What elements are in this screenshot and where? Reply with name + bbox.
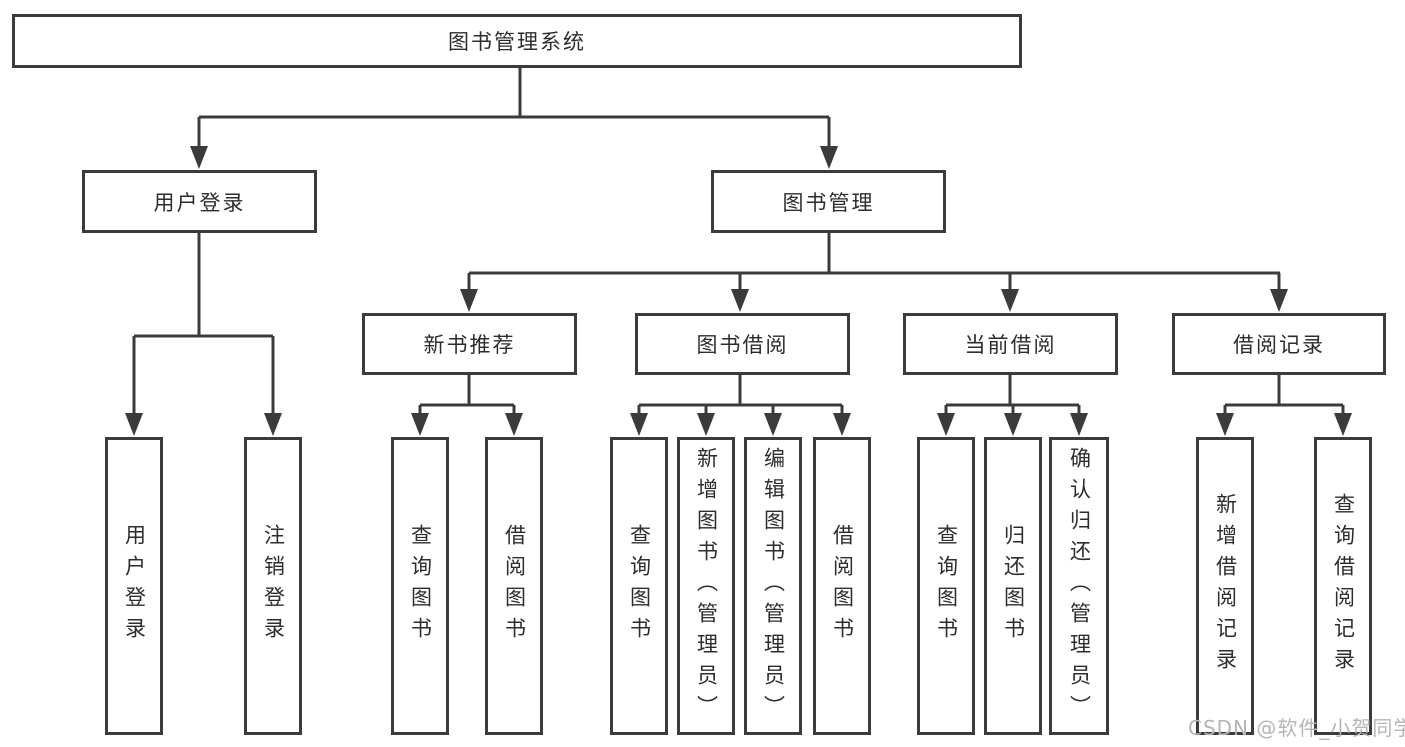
leaf-label: 归还图书 (1001, 524, 1026, 648)
arrow-icon (937, 413, 955, 436)
arrow-icon (264, 413, 282, 436)
arrow-icon (833, 413, 851, 436)
arrowheads (125, 146, 1352, 436)
csdn-watermark: CSDN @软件_小贺同学 (1188, 716, 1405, 740)
leaf-label: 查询借阅记录 (1331, 493, 1356, 679)
leaf-query-books-recommend: 查询图书 (391, 437, 449, 735)
leaf-label: 借阅图书 (502, 524, 527, 648)
arrow-icon (125, 413, 143, 436)
leaf-edit-books-admin: 编辑图书（管理员） (744, 437, 802, 735)
arrow-icon (630, 413, 648, 436)
leaf-add-books-admin: 新增图书（管理员） (677, 437, 735, 735)
arrow-icon (411, 413, 429, 436)
leaf-query-books-borrow: 查询图书 (610, 437, 668, 735)
arrow-icon (505, 413, 523, 436)
leaf-borrow-books-recommend: 借阅图书 (485, 437, 543, 735)
leaf-label: 查询图书 (408, 524, 433, 648)
leaf-borrow-books: 借阅图书 (813, 437, 871, 735)
leaf-label: 用户登录 (122, 524, 147, 648)
arrow-icon (190, 146, 208, 169)
leaf-confirm-return-admin: 确认归还（管理员） (1049, 437, 1109, 735)
leaf-label: 注销登录 (261, 524, 286, 648)
leaf-label: 新增借阅记录 (1213, 493, 1238, 679)
node-book-management: 图书管理 (711, 170, 946, 233)
leaf-label: 查询图书 (627, 524, 652, 648)
arrow-icon (764, 413, 782, 436)
leaf-add-borrow-record: 新增借阅记录 (1196, 437, 1254, 735)
leaf-label: 借阅图书 (830, 524, 855, 648)
arrow-icon (731, 289, 749, 312)
leaf-logout: 注销登录 (244, 437, 302, 735)
arrow-icon (1001, 289, 1019, 312)
node-user-login: 用户登录 (82, 170, 317, 233)
arrow-icon (1270, 289, 1288, 312)
node-book-borrowing: 图书借阅 (635, 313, 850, 375)
node-root-library-system: 图书管理系统 (12, 14, 1022, 68)
leaf-label: 查询图书 (934, 524, 959, 648)
arrow-icon (1216, 413, 1234, 436)
leaf-query-borrow-record: 查询借阅记录 (1314, 437, 1372, 735)
leaf-label: 新增图书（管理员） (694, 446, 719, 726)
leaf-label: 确认归还（管理员） (1067, 446, 1092, 726)
leaf-user-login: 用户登录 (105, 437, 163, 735)
arrow-icon (1334, 413, 1352, 436)
arrow-icon (460, 289, 478, 312)
node-borrowing-records: 借阅记录 (1172, 313, 1386, 375)
node-new-book-recommendation: 新书推荐 (362, 313, 577, 375)
arrow-icon (1004, 413, 1022, 436)
arrow-icon (820, 146, 838, 169)
leaf-return-books: 归还图书 (984, 437, 1042, 735)
leaf-query-books-current: 查询图书 (917, 437, 975, 735)
arrow-icon (1070, 413, 1088, 436)
arrow-icon (697, 413, 715, 436)
node-current-borrowing: 当前借阅 (903, 313, 1118, 375)
leaf-label: 编辑图书（管理员） (761, 446, 786, 726)
